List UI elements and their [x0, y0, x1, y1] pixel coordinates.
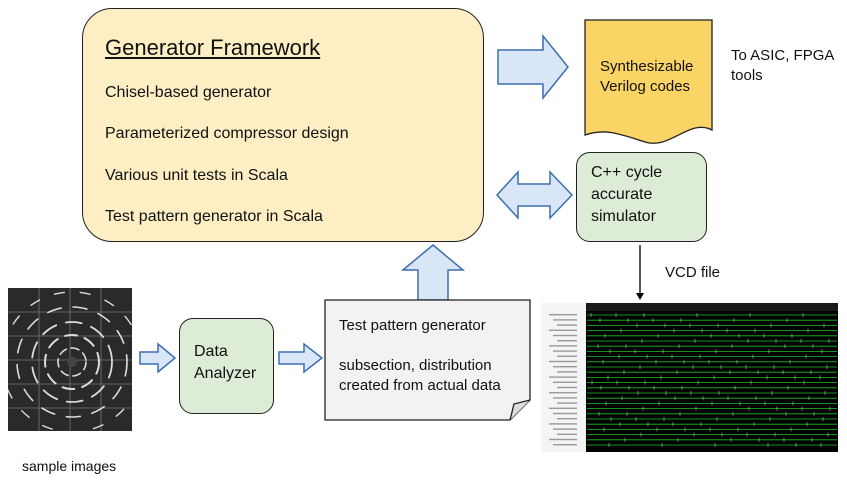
data-analyzer-box: Data Analyzer [179, 318, 274, 414]
sample-image [8, 288, 132, 431]
vcd-file-label: VCD file [665, 264, 721, 281]
test-pattern-line2: created from actual data [339, 377, 501, 394]
simulator-line2: accurate [591, 186, 653, 203]
waveform-signal-label [557, 324, 577, 326]
waveform-signal-label [549, 314, 577, 316]
asic-note-line2: tools [731, 67, 763, 84]
waveform-signal-label [553, 319, 577, 321]
verilog-document [584, 19, 713, 144]
sample-images-label: sample images [22, 458, 117, 474]
framework-item-unit-tests: Various unit tests in Scala [105, 167, 288, 184]
simulator-line3: simulator [591, 208, 656, 225]
framework-item-chisel: Chisel-based generator [105, 84, 272, 101]
arrow-sample-to-analyzer [139, 342, 177, 374]
framework-item-test-pattern: Test pattern generator in Scala [105, 208, 323, 225]
simulator-text: C++ cycle accurate simulator [591, 162, 662, 228]
waveform-signal-label [553, 334, 577, 337]
arrow-to-verilog [497, 33, 569, 101]
generator-framework-box: Generator Framework Chisel-based generat… [82, 8, 484, 242]
waveform-signal-label [553, 444, 577, 446]
arrow-framework-simulator [495, 170, 574, 220]
data-analyzer-line2: Analyzer [194, 365, 257, 382]
waveform-signal-label [557, 340, 577, 342]
waveform-signal-label [557, 386, 577, 389]
waveform-signal-label [553, 428, 577, 430]
arrow-up-to-framework [400, 244, 466, 301]
data-analyzer-text: Data Analyzer [194, 341, 256, 385]
waveform-signal-label [549, 423, 577, 425]
waveform-signal-label [557, 418, 577, 420]
waveform-signal-label [549, 392, 577, 394]
waveform-signal-label [553, 397, 577, 399]
waveform-signal-label [549, 329, 577, 331]
data-analyzer-line1: Data [194, 343, 228, 360]
simulator-box: C++ cycle accurate simulator [576, 152, 707, 242]
waveform-signal-label [553, 381, 577, 383]
waveform-signal-label [549, 360, 577, 363]
waveform-signal-label [553, 412, 577, 415]
vcd-waveform-viewer [541, 303, 838, 452]
waveform-signal-label [549, 407, 577, 409]
arrow-analyzer-to-testgen [278, 342, 324, 374]
waveform-signal-label [553, 350, 577, 352]
test-pattern-title: Test pattern generator [339, 317, 486, 334]
waveform-signal-label [557, 433, 577, 435]
waveform-signal-label [549, 438, 577, 441]
test-pattern-line1: subsection, distribution [339, 357, 492, 374]
waveform-signal-label [549, 345, 577, 347]
waveform-signal-label [557, 402, 577, 404]
framework-item-compressor: Parameterized compressor design [105, 125, 349, 142]
verilog-line2: Verilog codes [600, 78, 691, 95]
waveform-signal-label [549, 376, 577, 378]
waveform-signal-label [553, 366, 577, 368]
generator-framework-title: Generator Framework [105, 35, 321, 60]
asic-note-line1: To ASIC, FPGA [731, 47, 835, 64]
waveform-signal-label [557, 371, 577, 373]
simulator-line1: C++ cycle [591, 164, 663, 181]
verilog-line1: Synthesizable [600, 58, 694, 75]
waveform-signal-label [557, 355, 577, 357]
